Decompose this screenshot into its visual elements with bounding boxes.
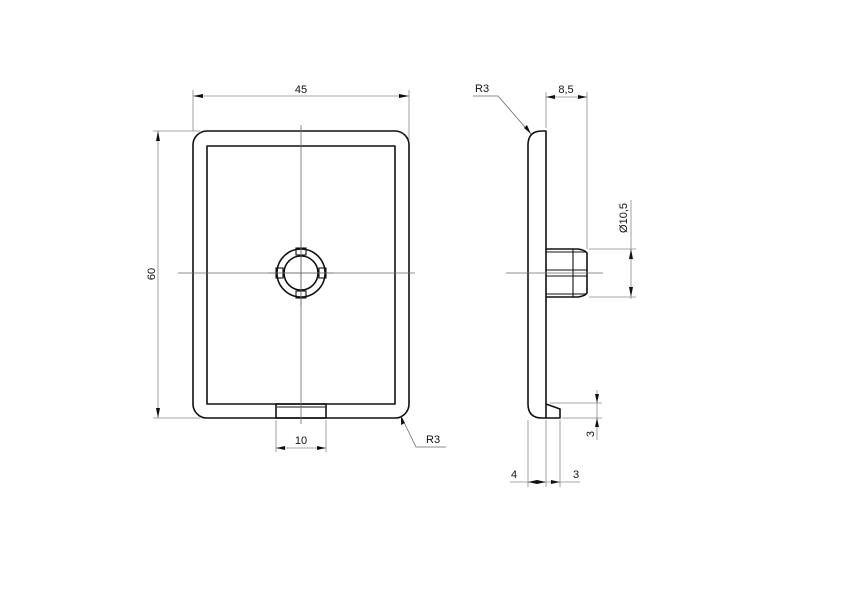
plate-thickness-label: 4 [511,469,517,481]
central-boss [268,240,334,306]
slot-width-label: 10 [295,435,307,447]
lip-depth-label: 3 [573,469,579,481]
dimension-slot-width: 10 [275,420,327,452]
plate-profile [527,130,547,419]
dimension-lip-height: 3 [550,390,602,440]
dimension-depth: 8,5 [545,84,588,249]
leader-side-radius: R3 [473,83,532,135]
lip-profile [545,403,561,419]
dimension-height: 60 [146,130,200,419]
dimension-diameter: Ø10,5 [589,200,636,299]
side-radius-label: R3 [475,83,489,95]
dimension-bottom: 4 3 [510,420,580,487]
dimension-width: 45 [192,84,410,140]
height-label: 60 [146,268,158,280]
lip-height-label: 3 [585,431,597,437]
corner-radius-label: R3 [426,434,440,446]
depth-label: 8,5 [558,84,573,96]
leader-corner-radius: R3 [400,415,446,448]
diameter-label: Ø10,5 [618,203,630,233]
side-view: R3 8,5 Ø10,5 3 [473,83,636,487]
width-label: 45 [295,84,307,96]
front-view: 45 60 10 R3 [146,84,446,452]
